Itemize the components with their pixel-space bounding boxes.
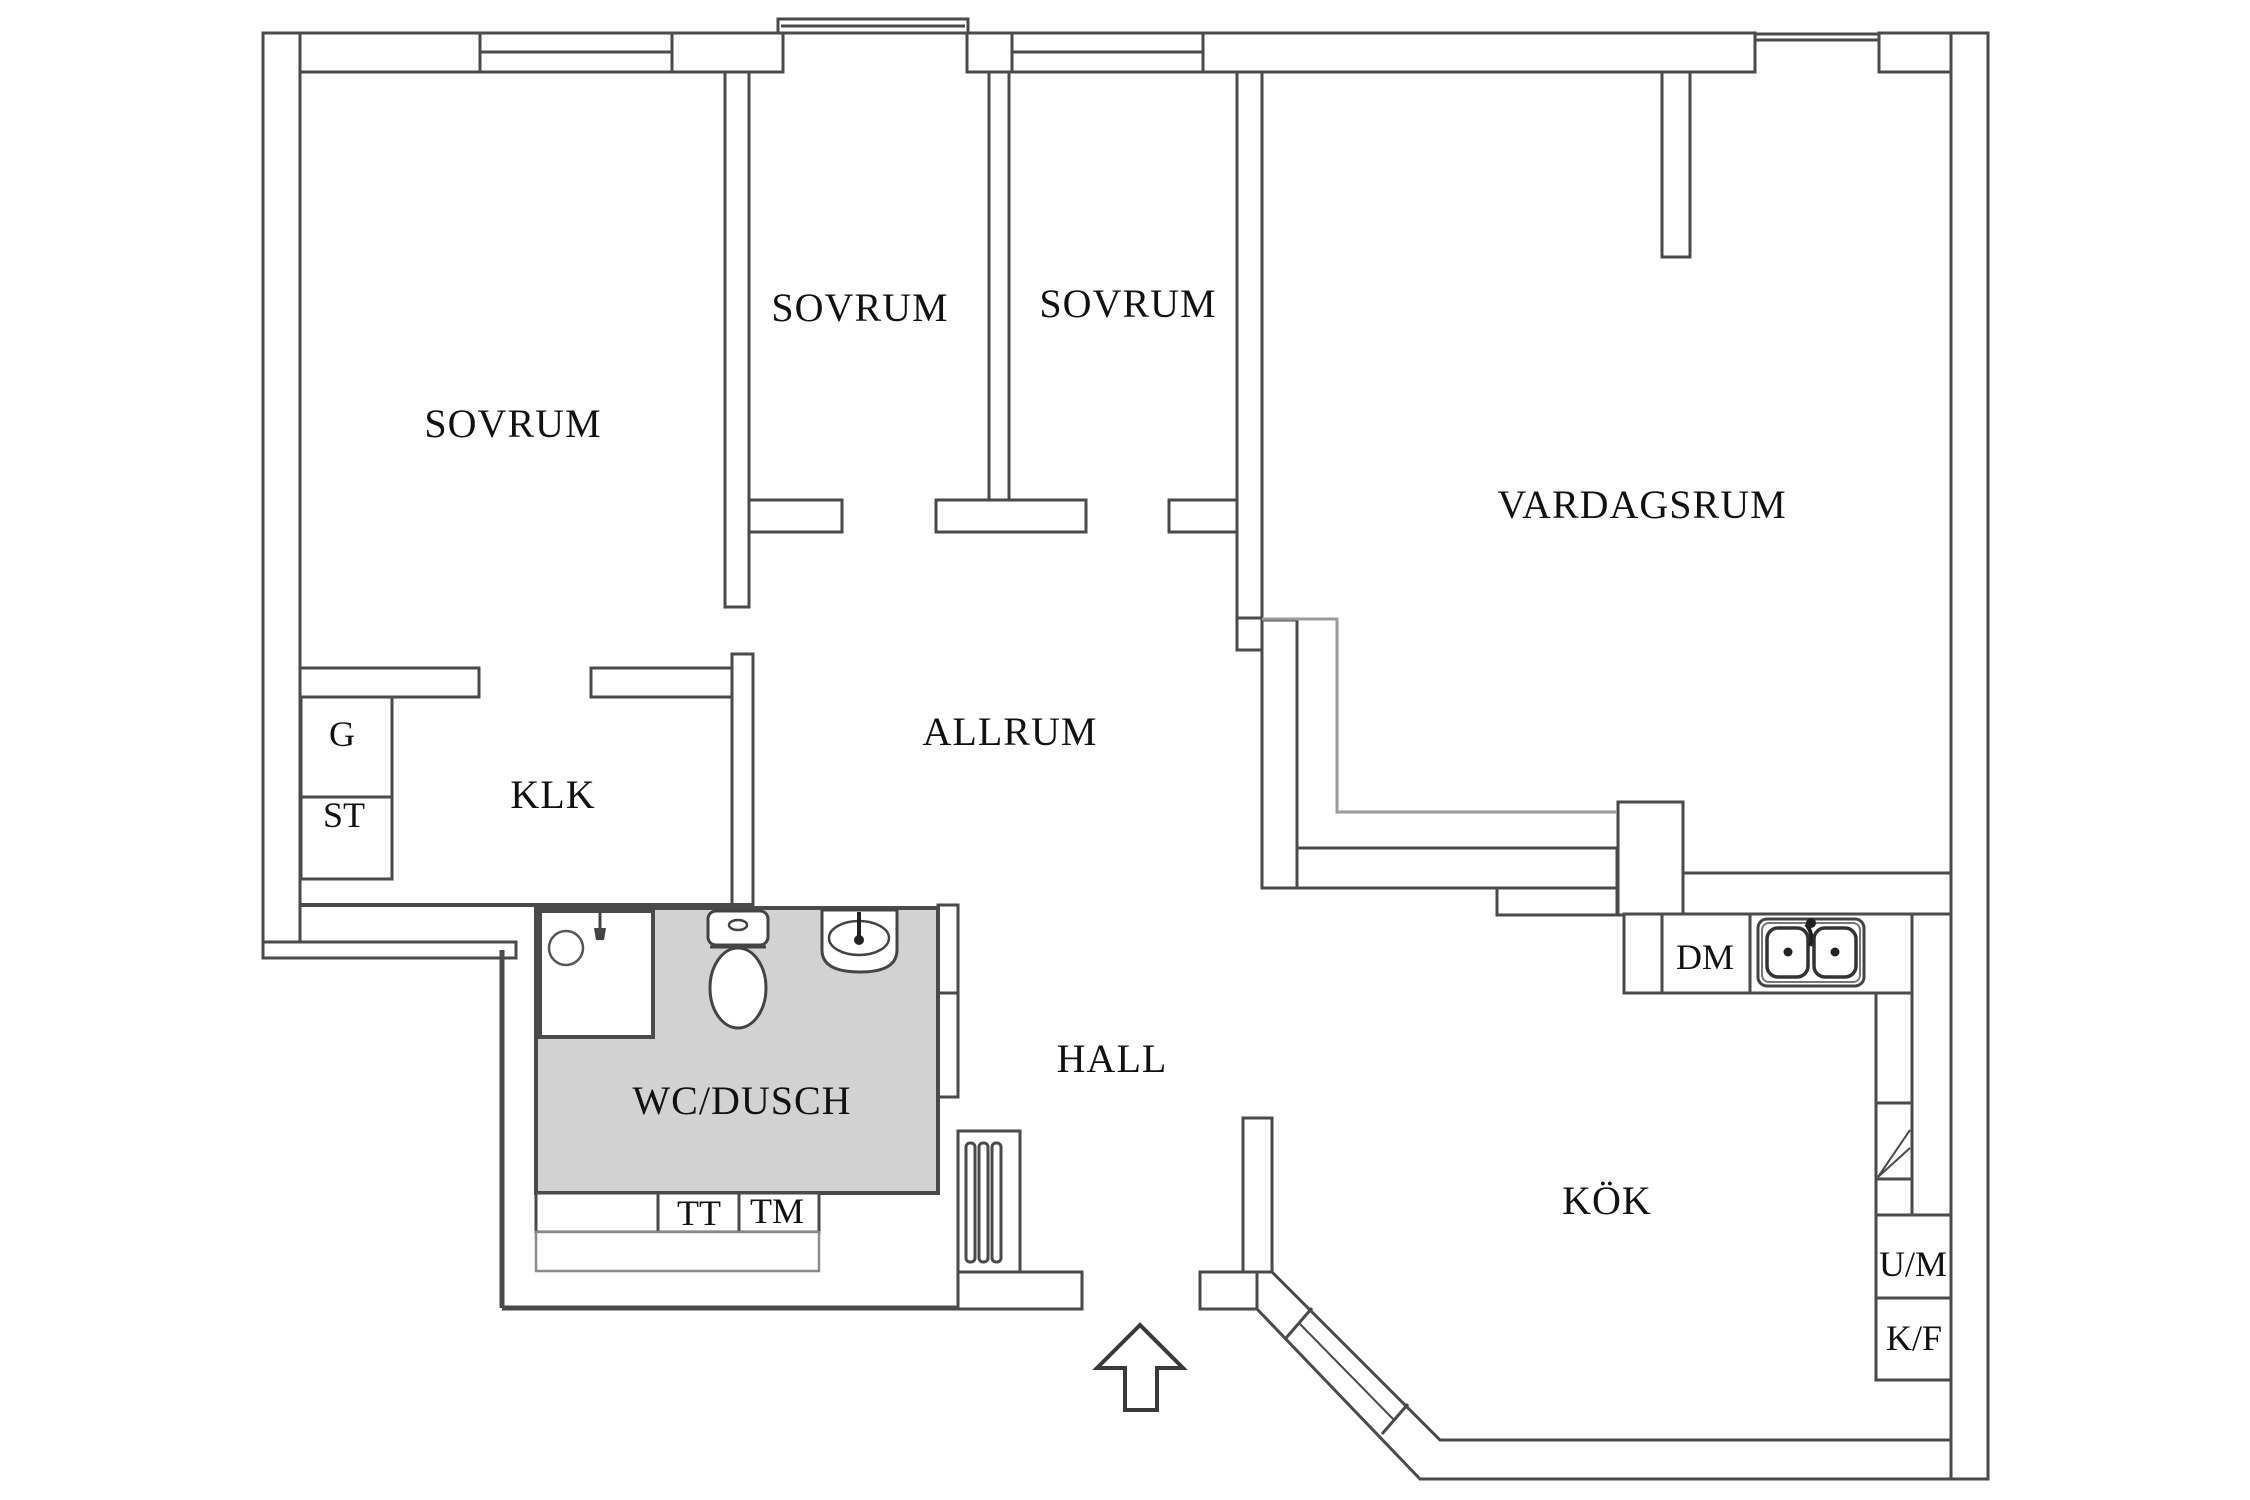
closets [299, 695, 394, 881]
label-um: U/M [1879, 1244, 1947, 1284]
label-kf: K/F [1886, 1318, 1942, 1358]
wall-klk-east [730, 652, 755, 907]
label-sovrum3: SOVRUM [1039, 281, 1216, 326]
wall-hall-kok [1241, 1116, 1274, 1274]
wall-hall-vardagsrum-horizontal [1295, 846, 1619, 890]
label-vardagsrum: VARDAGSRUM [1497, 482, 1786, 527]
label-tm: TM [750, 1191, 804, 1231]
label-hall: HALL [1057, 1036, 1168, 1081]
open-boundary-line [1262, 617, 1617, 814]
wall-vardagsrum-stub [1660, 70, 1692, 259]
wall-wc-east [936, 903, 960, 1099]
wall-sovrum2-sovrum3 [987, 70, 1011, 502]
wall-left [261, 31, 302, 960]
label-dm: DM [1676, 937, 1734, 977]
wall-sovrum1-bottom-east [589, 666, 755, 699]
wall-kitchen-step-block [1616, 800, 1685, 917]
laundry-row [534, 1191, 821, 1234]
wall-bottom-hall-right [1198, 1270, 1259, 1311]
wall-sovrum3-east [1235, 70, 1264, 652]
wall-bottom-hall-left [956, 1270, 1084, 1311]
label-tt: TT [677, 1193, 721, 1233]
wall-sovrum3-bottom-right [1167, 498, 1239, 534]
shower-icon [538, 909, 655, 1039]
label-closet-g: G [329, 714, 355, 754]
label-closet-st: ST [323, 795, 365, 835]
label-sovrum1: SOVRUM [424, 401, 601, 446]
wall-top-5 [1877, 31, 1953, 74]
radiator-icon [956, 1129, 1022, 1274]
window-icon-sovrum3 [1010, 31, 1205, 74]
wall-top-2 [670, 31, 785, 74]
labels: SOVRUM SOVRUM SOVRUM VARDAGSRUM ALLRUM K… [323, 281, 1947, 1358]
washbasin-icon [820, 908, 899, 974]
closet-box [299, 695, 394, 881]
walls [261, 17, 1990, 1481]
laundry-units [534, 1191, 821, 1273]
wall-top-3 [965, 31, 1014, 74]
wall-kitchen-step-low [1495, 886, 1619, 917]
counter-small-box [1874, 1177, 1914, 1217]
corner-cabinet-icon [1877, 1129, 1911, 1178]
label-klk: KLK [510, 772, 595, 817]
diagonal-door-leaf [1298, 1322, 1396, 1422]
wall-hall-vardagsrum-vertical [1260, 618, 1299, 890]
label-allrum: ALLRUM [923, 709, 1098, 754]
wall-sovrum2-bottom-left [747, 498, 844, 534]
wall-sovrum1-east [723, 70, 751, 609]
bathroom [534, 906, 940, 1195]
label-wc-dusch: WC/DUSCH [632, 1078, 851, 1123]
counter-right-run [1874, 991, 1914, 1105]
balcony-door-icon [776, 17, 970, 35]
um-cabinet [1874, 1213, 1953, 1300]
window-icon-sovrum1 [478, 31, 674, 74]
wall-sovrum1-bottom-west [298, 666, 481, 699]
laundry-counter [534, 1230, 821, 1273]
wall-left-step [261, 940, 518, 960]
label-sovrum2: SOVRUM [771, 285, 948, 330]
entrance-arrow-icon [1092, 1322, 1188, 1412]
toilet-icon [706, 909, 770, 1030]
corner-cabinet-icon-2 [1877, 1147, 1911, 1178]
wall-diagonal-bottom-right [1255, 1270, 1953, 1481]
diagonal-door-tick-2 [1380, 1403, 1410, 1435]
kitchen-sink-icon [1756, 917, 1866, 988]
corner-cabinet [1874, 1101, 1914, 1181]
kf-cabinet [1874, 1296, 1953, 1382]
wall-kok-top [1681, 871, 1953, 916]
wall-right [1949, 31, 1990, 1481]
wall-bedroom-crossbar [934, 498, 1088, 534]
wall-top-4 [1201, 31, 1757, 74]
label-kok: KÖK [1562, 1178, 1652, 1223]
